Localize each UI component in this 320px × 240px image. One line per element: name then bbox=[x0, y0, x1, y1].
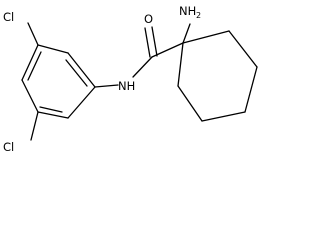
bond-carbonyl-o-1 bbox=[144, 27, 151, 58]
benzene-ring bbox=[21, 44, 96, 119]
bond-cy-6 bbox=[177, 42, 184, 87]
bond-cy-5 bbox=[177, 85, 203, 122]
bond-c-cl-bottom bbox=[30, 111, 39, 141]
cyclohexane-ring bbox=[177, 30, 258, 122]
amino-nh-label: NH bbox=[179, 4, 196, 18]
bond-carbonyl-o-2 bbox=[151, 26, 158, 57]
bond-ring-c1-c2 bbox=[37, 44, 69, 54]
bond-c-nh2 bbox=[182, 23, 191, 44]
bond-ring-c2-c3 bbox=[67, 52, 96, 88]
bond-ring-inner-2 bbox=[39, 106, 63, 113]
bond-cy-4 bbox=[201, 111, 246, 122]
bond-ring-c4-c5 bbox=[37, 111, 69, 119]
bond-ring-nh bbox=[94, 84, 119, 88]
chemical-structure-diagram: Cl Cl NH O NH 2 bbox=[3, 4, 258, 154]
bond-ring-inner-3 bbox=[27, 51, 42, 81]
bond-ring-c6-c1 bbox=[21, 44, 39, 81]
chlorine-label-bottom: Cl bbox=[3, 140, 14, 154]
bond-ring-c5-c6 bbox=[21, 79, 39, 113]
chlorine-label-top: Cl bbox=[3, 10, 14, 24]
amide-nh-label: NH bbox=[118, 79, 135, 93]
bond-c-cl-top bbox=[27, 22, 39, 46]
bond-cy-1 bbox=[182, 30, 230, 44]
bond-ring-inner-1 bbox=[65, 59, 88, 87]
bond-ring-c3-c4 bbox=[67, 86, 96, 119]
bond-cy-3 bbox=[244, 66, 258, 113]
bond-cy-2 bbox=[228, 30, 258, 68]
carbonyl-oxygen-label: O bbox=[144, 12, 153, 26]
amino-subscript-2: 2 bbox=[196, 11, 201, 20]
bond-carbonyl-quaternary-c bbox=[151, 42, 184, 58]
bond-nh-carbonyl bbox=[132, 56, 153, 78]
